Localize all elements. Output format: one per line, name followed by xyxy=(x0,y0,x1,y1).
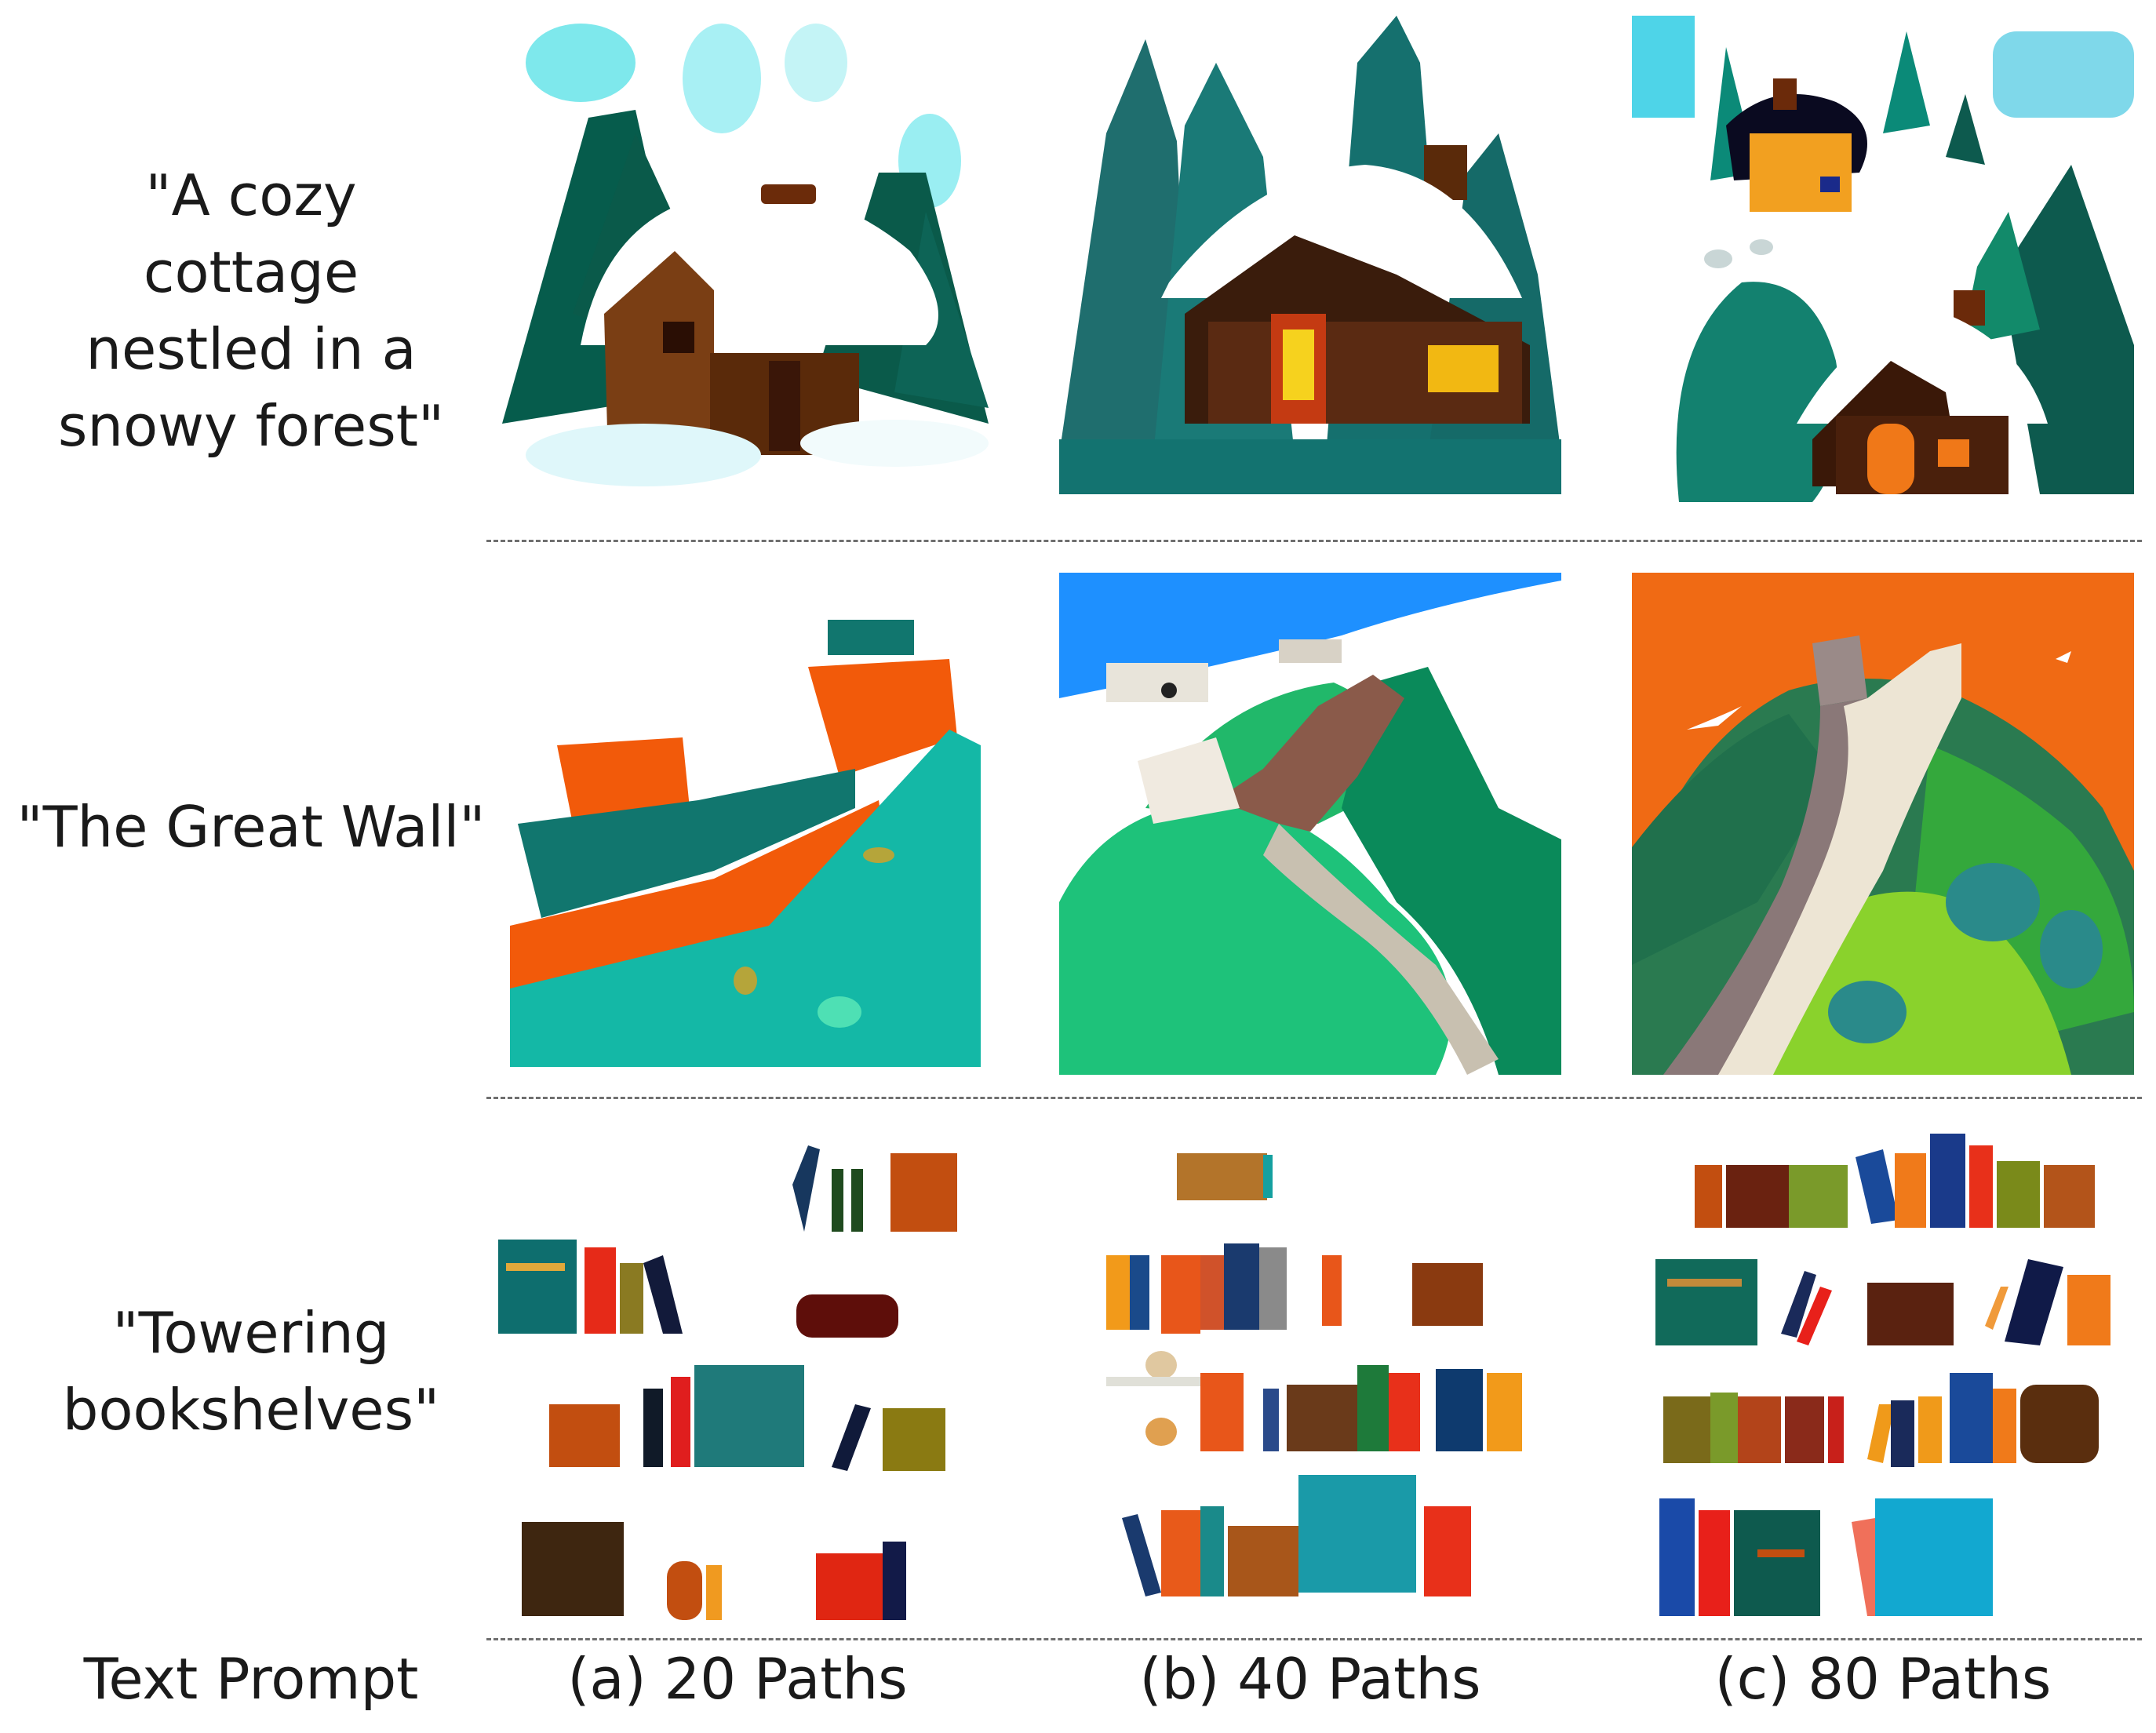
shelf-4 xyxy=(1122,1475,1471,1596)
row-3-prompt: "Towering bookshelves" xyxy=(62,1300,440,1443)
caption-20-paths: (a) 20 Paths xyxy=(567,1646,908,1712)
great-wall-20-paths-image xyxy=(510,620,981,1067)
row-separator-1 xyxy=(486,540,2142,542)
shelf-3 xyxy=(1106,1351,1522,1451)
cottage-40-paths-image xyxy=(1059,16,1561,494)
cottage-80-paths-image xyxy=(1632,16,2134,506)
shelf-4 xyxy=(522,1522,906,1620)
row-1-prompt: "A cozy cottage nestled in a snowy fores… xyxy=(57,162,445,459)
caption-80-paths: (c) 80 Paths xyxy=(1714,1646,2052,1712)
shelf-2 xyxy=(498,1240,898,1338)
bookshelves-80-paths-image xyxy=(1632,1122,2134,1632)
shelf-1 xyxy=(792,1145,957,1232)
row-2-prompt: "The Great Wall" xyxy=(16,794,486,860)
shelf-1 xyxy=(1695,1134,2095,1228)
cottage-20-paths-image xyxy=(486,16,989,494)
great-wall-40-paths-image xyxy=(1059,573,1561,1075)
shelf-2 xyxy=(1106,1243,1483,1334)
caption-40-paths: (b) 40 Paths xyxy=(1139,1646,1481,1712)
row-separator-2 xyxy=(486,1097,2142,1099)
caption-text-prompt: Text Prompt xyxy=(83,1646,419,1712)
great-wall-80-paths-image xyxy=(1632,573,2134,1075)
bookshelves-40-paths-image xyxy=(1059,1138,1561,1632)
shelf-4 xyxy=(1659,1498,1993,1616)
shelf-3 xyxy=(1663,1373,2099,1467)
shelf-2 xyxy=(1655,1259,2110,1345)
shelf-1 xyxy=(1177,1153,1273,1200)
row-separator-3 xyxy=(486,1638,2142,1640)
shelf-3 xyxy=(549,1365,945,1471)
bookshelves-20-paths-image xyxy=(486,1138,989,1632)
